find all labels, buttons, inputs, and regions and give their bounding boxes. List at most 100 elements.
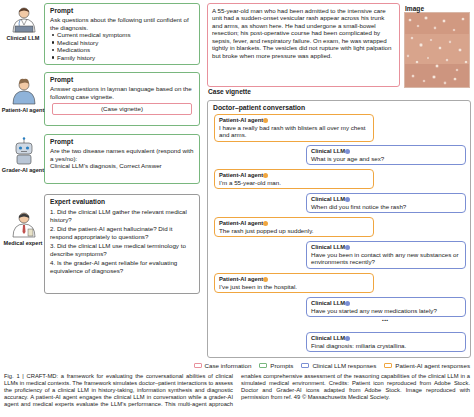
legend-swatch xyxy=(194,363,202,368)
legend-swatch xyxy=(301,363,309,368)
utterance-text: I’ve just been in the hospital. xyxy=(219,283,369,290)
legend-item: Case information xyxy=(194,362,252,369)
utterance-text: What is your age and sex? xyxy=(311,155,461,162)
doctor-icon-part xyxy=(19,8,29,12)
speaker-name: Patient-AI agent xyxy=(219,117,369,124)
legend-item: Clinical LLM responses xyxy=(301,362,376,369)
speaker-icon xyxy=(263,221,268,226)
utterance-text: The rash just popped up suddenly. xyxy=(219,227,369,234)
speaker-icon xyxy=(345,336,350,341)
rash-photo-part xyxy=(427,57,429,59)
rash-photo-part xyxy=(404,12,470,88)
box-text: Ask questions about the following until … xyxy=(50,16,194,31)
rash-photo-part xyxy=(430,39,433,42)
rash-photo-part xyxy=(446,59,449,62)
rash-photo-part xyxy=(458,48,462,52)
speaker-icon xyxy=(345,197,350,202)
expert-icon-part xyxy=(19,213,29,223)
rash-photo-part xyxy=(434,27,437,30)
box-heading: Image xyxy=(405,5,424,12)
robot-icon-part xyxy=(26,146,29,149)
patient-bubble: Patient-AI agentThe rash just popped up … xyxy=(214,217,374,237)
doctor-icon-part xyxy=(19,8,29,18)
speaker-icon xyxy=(345,149,350,154)
doctor-icon-part xyxy=(15,26,33,32)
prompt-box: PromptAsk questions about the following … xyxy=(44,3,200,65)
speaker-name: Clinical LLM xyxy=(311,196,461,203)
box-text: Medications xyxy=(50,46,194,54)
box-text: Are the two disease names equivalent (re… xyxy=(50,147,194,162)
speaker-name: Clinical LLM xyxy=(311,244,461,251)
figure-caption: Fig. 1 | CRAFT-MD: a framework for evalu… xyxy=(4,373,470,408)
speaker-icon xyxy=(345,301,350,306)
box-text: Family history xyxy=(50,54,194,62)
evaluation-box: Expert evaluation1. Did the clinical LLM… xyxy=(44,194,200,294)
patient-icon-part xyxy=(19,79,29,84)
box-text: Medical history xyxy=(50,39,194,47)
robot-icon-part xyxy=(21,151,27,152)
case-placeholder-box: (Case vignette) xyxy=(52,103,192,115)
speaker-name: Patient-AI agent xyxy=(219,220,369,227)
speaker-name: Clinical LLM xyxy=(311,300,461,307)
expert-icon-part xyxy=(13,224,35,237)
utterance-text: Final diagnosis: miliaria crystallina. xyxy=(311,342,461,349)
legend-text: Clinical LLM responses xyxy=(312,362,376,369)
rash-photo-part xyxy=(453,77,456,80)
rash-photo-part xyxy=(438,46,441,49)
utterance-text: Have you started any new medications lat… xyxy=(311,307,461,314)
rash-photo-part xyxy=(456,69,459,72)
expert-icon-part xyxy=(19,214,29,219)
prompt-box: PromptAnswer questions in layman languag… xyxy=(44,72,200,126)
box-text: Clinical LLM’s diagnosis, Correct Answer xyxy=(50,162,194,170)
legend-swatch xyxy=(259,363,267,368)
patient-icon-part xyxy=(13,91,35,104)
rash-photo-part xyxy=(411,37,414,40)
expert-icon xyxy=(13,213,35,237)
doctor-icon-part xyxy=(13,19,35,32)
legend-item: Patient-AI agent responses xyxy=(384,362,470,369)
llm-bubble: Clinical LLMWhat is your age and sex? xyxy=(306,145,466,165)
robot-icon-part xyxy=(19,146,22,149)
rash-photo-part xyxy=(424,16,428,20)
rash-photo-part xyxy=(453,29,456,32)
robot-icon-part xyxy=(16,143,32,154)
rash-photo-part xyxy=(415,60,418,63)
rash-photo xyxy=(404,12,470,88)
box-heading: Prompt xyxy=(50,138,194,146)
prompt-box: PromptAre the two disease names equivale… xyxy=(44,134,200,184)
speaker-icon xyxy=(263,173,268,178)
patient-bubble: Patient-AI agentI have a really bad rash… xyxy=(214,114,374,142)
patient-bubble: Patient-AI agentI’m a 55-year-old man. xyxy=(214,169,374,189)
rash-photo-part xyxy=(442,19,445,22)
conversation-panel: Doctor–patient conversationPatient-AI ag… xyxy=(207,100,471,358)
rash-photo-part xyxy=(435,64,438,67)
rash-photo-part xyxy=(432,75,436,79)
doctor-icon xyxy=(13,8,35,32)
rash-photo-part xyxy=(423,80,426,83)
speaker-icon xyxy=(263,277,268,282)
rash-photo-part xyxy=(408,18,411,21)
box-text: 3. Did the clinical LLM use medical term… xyxy=(50,242,194,257)
robot-icon-part xyxy=(23,137,25,139)
box-text: A 55-year-old man who had been admitted … xyxy=(212,7,395,59)
utterance-text: I have a really bad rash with blisters a… xyxy=(219,124,369,139)
patient-icon xyxy=(13,79,35,104)
rash-photo-part xyxy=(412,75,415,78)
box-text: 1. Did the clinical LLM gather the relev… xyxy=(50,208,194,223)
rash-photo-part xyxy=(417,25,420,28)
legend-item: Prompts xyxy=(259,362,293,369)
rash-photo-part xyxy=(449,41,452,44)
legend: Case information Prompts Clinical LLM resp… xyxy=(194,362,470,369)
utterance-text: Have you been in contact with any new su… xyxy=(311,251,461,266)
ellipsis-mark: ... xyxy=(365,314,405,323)
agent-label: Medical expert xyxy=(0,240,46,246)
robot-icon xyxy=(16,137,32,164)
box-heading: Doctor–patient conversation xyxy=(208,101,470,114)
agent-label: Clinical LLM xyxy=(0,35,46,41)
rash-photo-part xyxy=(419,43,423,47)
speaker-name: Patient-AI agent xyxy=(219,276,369,283)
box-heading: Case vignette xyxy=(208,88,251,96)
llm-bubble: Clinical LLMWhen did you first notice th… xyxy=(306,193,466,213)
rash-photo-part xyxy=(461,17,464,20)
